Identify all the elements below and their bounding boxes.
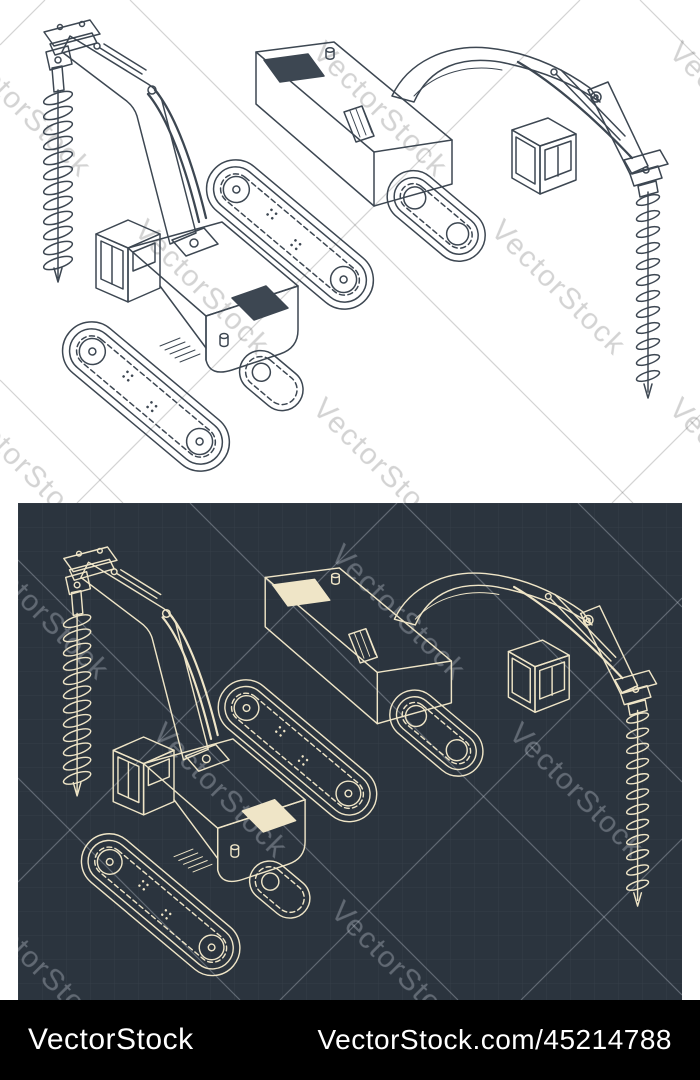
blueprint-drawing-canvas bbox=[18, 503, 682, 1000]
vectorstock-brand: VectorStock bbox=[28, 1023, 194, 1056]
sketch-section: VectorStock VectorStock bbox=[0, 0, 700, 503]
sketch-drawing-canvas: VectorStock VectorStock bbox=[0, 0, 700, 503]
watermark-pattern-dark-section bbox=[18, 503, 682, 1000]
watermark-pattern-light-section bbox=[0, 0, 700, 503]
blueprint-panel bbox=[18, 503, 682, 1000]
watermark-diagonal-lines-light-section bbox=[0, 0, 700, 503]
vectorstock-image-url: VectorStock.com/45214788 bbox=[317, 1024, 672, 1055]
footer-bar: VectorStock VectorStock.com/45214788 bbox=[0, 1000, 700, 1080]
watermark-diagonal-lines-dark-section bbox=[18, 503, 682, 1000]
